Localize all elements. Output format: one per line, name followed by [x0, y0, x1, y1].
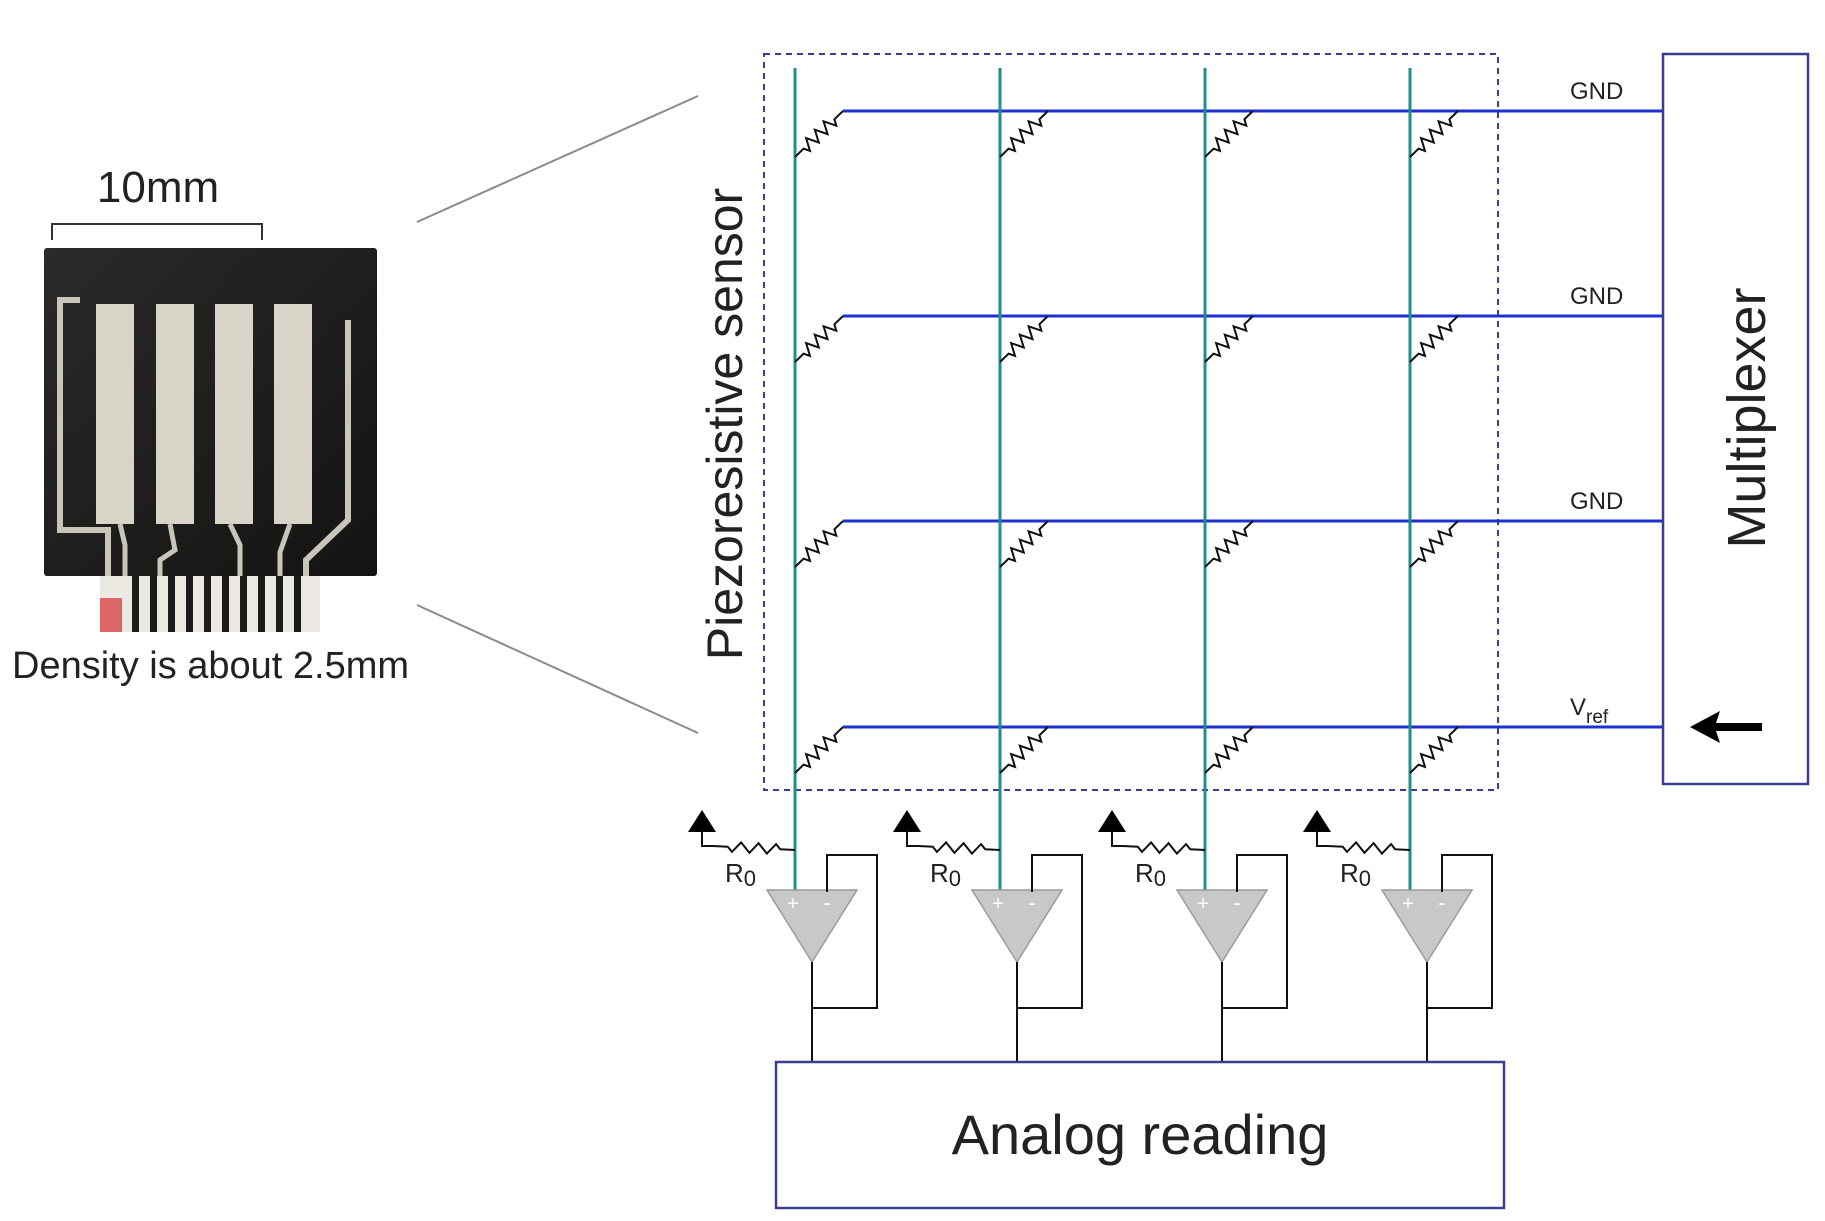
row-label: GND — [1570, 488, 1623, 515]
multiplexer-block: Multiplexer — [1661, 52, 1810, 786]
op-amp-minus: - — [1028, 890, 1035, 915]
reference-resistor-sub: 0 — [1154, 866, 1166, 891]
reference-resistor-sub: 0 — [744, 866, 756, 891]
piezo-resistor-icon — [794, 520, 844, 568]
amplifier-stage: R0 + - — [1098, 810, 1288, 1062]
feedback-wire — [1222, 854, 1288, 1009]
row-label: Vref — [1570, 694, 1609, 728]
sensor-title: Piezoresistive sensor — [697, 188, 753, 660]
op-amp-minus: - — [1233, 890, 1240, 915]
zoom-line-bottom — [416, 604, 699, 734]
arrow-up-icon — [1098, 810, 1126, 832]
analog-reading-label: Analog reading — [952, 1103, 1329, 1166]
reference-resistor-label: R0 — [725, 858, 756, 891]
op-amp-minus: - — [823, 890, 830, 915]
sensor-photo — [44, 248, 377, 632]
reference-resistor-icon — [1122, 840, 1206, 856]
analog-reading-box — [774, 1060, 1506, 1210]
arrow-up-icon — [688, 810, 716, 832]
row-lines: GND GND GND Vref — [843, 78, 1663, 729]
pullup-wire — [906, 830, 918, 847]
piezo-resistor-icon — [1409, 315, 1459, 363]
reference-resistor-letter: R — [1135, 858, 1154, 888]
column-lines — [793, 68, 1412, 895]
analog-reading-block: Analog reading — [774, 1060, 1506, 1210]
piezo-resistor-icon — [999, 520, 1049, 568]
piezo-resistors — [794, 110, 1459, 774]
op-amp-icon — [1175, 889, 1269, 964]
reference-resistor-letter: R — [930, 858, 949, 888]
row-label-main: GND — [1570, 488, 1623, 515]
arrow-left-icon — [1690, 711, 1762, 743]
row-label-main: V — [1570, 694, 1586, 721]
op-amp-minus: - — [1438, 890, 1445, 915]
row-label-main: GND — [1570, 283, 1623, 310]
row-label-sub: ref — [1586, 707, 1609, 728]
op-amp-icon — [970, 889, 1064, 964]
piezo-resistor-icon — [1409, 726, 1459, 774]
reference-resistor-icon — [1327, 840, 1411, 856]
reference-resistor-icon — [917, 840, 1001, 856]
amplifier-stage: R0 + - — [893, 810, 1083, 1062]
sensor-photo-group: 10mm — [12, 95, 699, 734]
piezo-resistor-icon — [794, 315, 844, 363]
reference-resistor-icon — [712, 840, 796, 856]
reference-resistor-sub: 0 — [949, 866, 961, 891]
reference-resistor-letter: R — [1340, 858, 1359, 888]
amplifier-stages: R0+-R0+-R0+-R0+- — [688, 810, 1493, 1062]
arrow-up-icon — [1303, 810, 1331, 832]
row-label: GND — [1570, 78, 1623, 105]
multiplexer-box — [1661, 52, 1810, 786]
arrow-up-icon — [893, 810, 921, 832]
op-amp-plus: + — [1197, 893, 1209, 915]
pullup-wire — [1111, 830, 1123, 847]
piezo-resistor-icon — [1204, 726, 1254, 774]
reference-resistor-label: R0 — [1135, 858, 1166, 891]
piezo-resistor-icon — [794, 726, 844, 774]
reference-resistor-label: R0 — [1340, 858, 1371, 891]
piezo-resistor-icon — [1409, 110, 1459, 158]
op-amp-plus: + — [1402, 893, 1414, 915]
piezo-resistor-icon — [1409, 520, 1459, 568]
scale-bracket — [51, 223, 263, 240]
photo-caption: Density is about 2.5mm — [12, 645, 409, 687]
piezo-resistor-icon — [999, 110, 1049, 158]
feedback-wire — [1427, 854, 1493, 1009]
pullup-wire — [1316, 830, 1328, 847]
reference-resistor-label: R0 — [930, 858, 961, 891]
feedback-wire — [1017, 854, 1083, 1009]
scale-label: 10mm — [97, 163, 219, 212]
amplifier-stage: R0 + - — [1303, 810, 1493, 1062]
zoom-line-top — [416, 95, 699, 223]
row-label: GND — [1570, 283, 1623, 310]
piezo-resistor-icon — [1204, 110, 1254, 158]
piezo-resistor-icon — [794, 110, 844, 158]
row-label-main: GND — [1570, 78, 1623, 105]
sensor-grid-frame — [763, 53, 1499, 791]
op-amp-plus: + — [992, 893, 1004, 915]
feedback-wire — [812, 854, 878, 1009]
piezo-resistor-icon — [1204, 315, 1254, 363]
pullup-wire — [701, 830, 713, 847]
op-amp-plus: + — [787, 893, 799, 915]
op-amp-icon — [765, 889, 859, 964]
piezo-resistor-icon — [1204, 520, 1254, 568]
amplifier-stage: R0 + - — [688, 810, 878, 1062]
op-amp-icon — [1380, 889, 1474, 964]
piezo-resistor-icon — [999, 315, 1049, 363]
piezo-resistor-icon — [999, 726, 1049, 774]
reference-resistor-sub: 0 — [1359, 866, 1371, 891]
multiplexer-label: Multiplexer — [1717, 287, 1777, 548]
reference-resistor-letter: R — [725, 858, 744, 888]
